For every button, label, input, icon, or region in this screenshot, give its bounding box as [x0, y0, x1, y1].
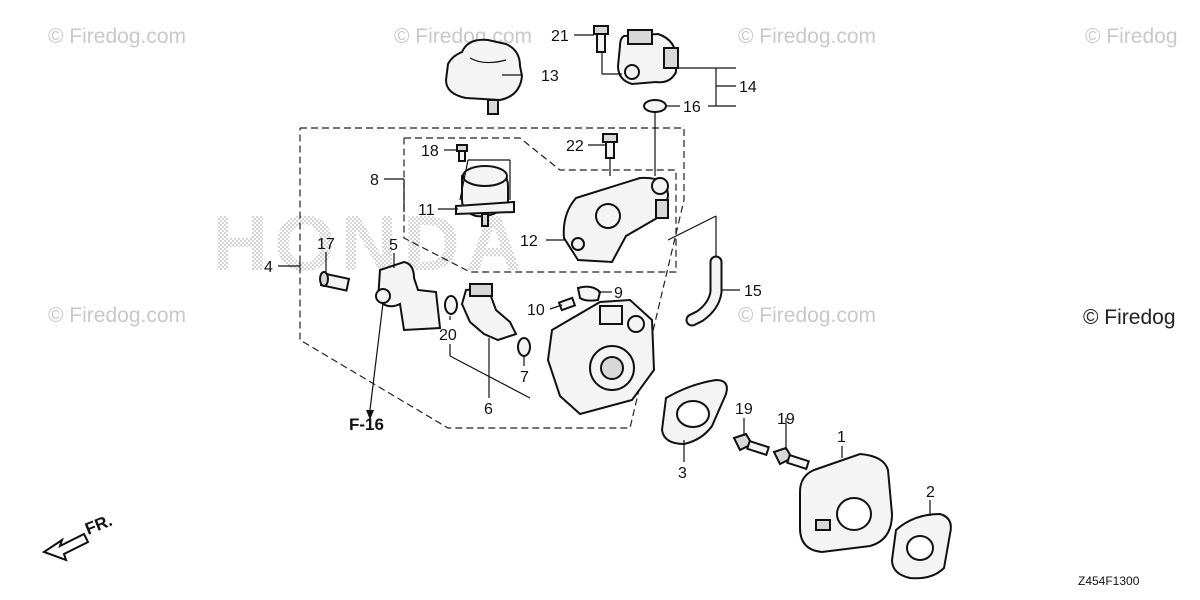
bolt-part — [602, 133, 618, 159]
callout-11: 11 — [418, 202, 435, 219]
callout-9: 9 — [614, 285, 623, 302]
callout-6: 6 — [484, 401, 493, 418]
front-arrow-icon: FR. — [41, 511, 115, 562]
callout-8: 8 — [370, 172, 379, 189]
o-ring-part — [517, 337, 531, 357]
callout-2: 2 — [926, 484, 935, 501]
callout-18: 18 — [421, 143, 439, 160]
callout-21: 21 — [551, 28, 569, 45]
pin-part — [319, 271, 351, 292]
callout-22: 22 — [566, 138, 584, 155]
solenoid-part — [455, 165, 515, 227]
hose-part — [685, 255, 723, 327]
holder-part — [562, 176, 670, 264]
o-ring-part — [444, 295, 458, 315]
injector-part — [460, 283, 518, 342]
callout-4: 4 — [264, 259, 273, 276]
callout-1: 1 — [837, 429, 846, 446]
o-ring-part — [643, 99, 667, 113]
screw-part — [557, 296, 577, 312]
front-arrow-label: FR. — [82, 511, 115, 539]
screw-part — [456, 144, 468, 162]
callout-13: 13 — [541, 68, 559, 85]
watermark: © Firedog.com — [48, 304, 186, 327]
throttle-sensor-part — [375, 260, 442, 332]
map-sensor-part — [616, 29, 679, 86]
cover-cap-part — [444, 38, 524, 115]
callout-5: 5 — [389, 237, 398, 254]
clip-part — [576, 285, 602, 302]
callout-10: 10 — [527, 302, 545, 319]
callout-17: 17 — [317, 236, 335, 253]
callout-3: 3 — [678, 465, 687, 482]
figure-reference: F-16 — [349, 415, 384, 434]
watermark: © Firedog — [1083, 306, 1176, 329]
leader-lines — [278, 34, 931, 516]
insulator-part — [799, 452, 894, 554]
callout-15: 15 — [744, 283, 762, 300]
bolt-part — [593, 25, 609, 53]
callout-14: 14 — [739, 79, 757, 96]
drawing-code: Z454F1300 — [1078, 574, 1140, 588]
callout-20: 20 — [439, 327, 457, 344]
watermark: © Firedog.com — [48, 25, 186, 48]
callout-16: 16 — [683, 99, 701, 116]
watermark: © Firedog.com — [738, 25, 876, 48]
watermark: © Firedog.com — [394, 25, 532, 48]
callout-19: 19 — [777, 411, 795, 428]
watermark: © Firedog — [1085, 25, 1178, 48]
watermark: © Firedog.com — [738, 304, 876, 327]
callout-12: 12 — [520, 233, 538, 250]
callout-7: 7 — [520, 369, 529, 386]
bolt-part — [772, 446, 811, 471]
gasket-part — [660, 378, 728, 446]
gasket-part — [890, 512, 952, 580]
bolt-part — [732, 432, 771, 457]
subassembly-outline — [403, 137, 677, 273]
callout-19: 19 — [735, 401, 753, 418]
throttle-body-part — [546, 298, 656, 416]
